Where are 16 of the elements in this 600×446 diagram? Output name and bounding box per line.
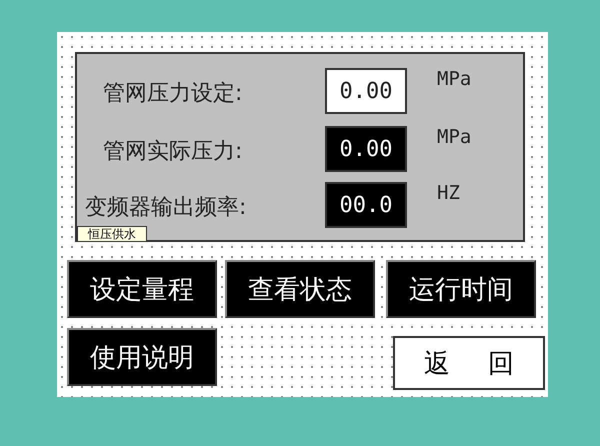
unit-label: MPa xyxy=(437,126,472,148)
menu-button: 使用说明 xyxy=(67,328,217,386)
menu-button: 查看状态 xyxy=(225,260,375,318)
control-panel xyxy=(75,52,525,242)
field-label: 管网压力设定: xyxy=(103,80,242,108)
menu-button: 设定量程 xyxy=(67,260,217,318)
value-display: 0.00 xyxy=(325,126,407,172)
tooltip: 恒压供水 xyxy=(77,226,147,242)
input-field: 0.00 xyxy=(325,68,407,114)
unit-label: HZ xyxy=(437,182,460,204)
value-display: 00.0 xyxy=(325,182,407,228)
return-button: 返 回 xyxy=(393,336,545,390)
unit-label: MPa xyxy=(437,68,472,90)
field-label: 管网实际压力: xyxy=(103,138,242,166)
field-label: 变频器输出频率: xyxy=(85,194,246,222)
menu-button: 运行时间 xyxy=(386,260,536,318)
